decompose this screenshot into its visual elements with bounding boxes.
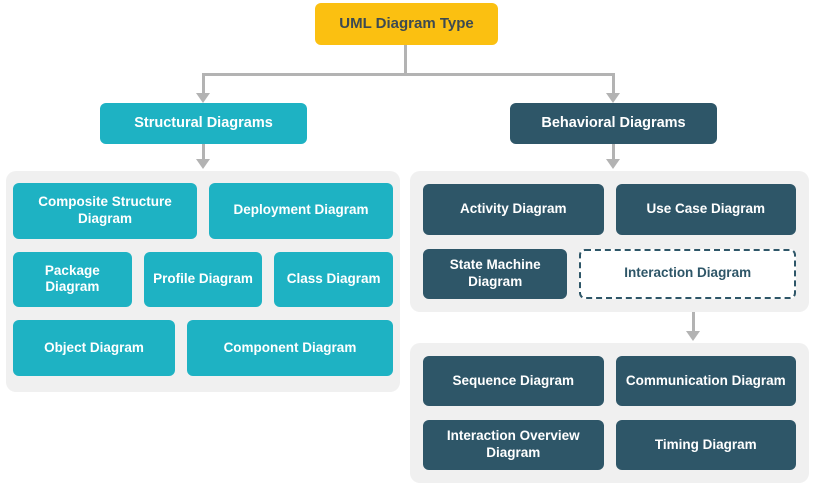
structural-diagrams-panel: Composite Structure Diagram Deployment D…	[6, 171, 400, 392]
node-interaction-overview-diagram: Interaction Overview Diagram	[423, 420, 604, 470]
behavioral-row-2: State Machine Diagram Interaction Diagra…	[423, 248, 796, 299]
node-package-diagram: Package Diagram	[13, 251, 132, 308]
interaction-row-2: Interaction Overview Diagram Timing Diag…	[423, 420, 796, 470]
structural-row-2: Package Diagram Profile Diagram Class Di…	[13, 251, 393, 308]
connector-line-interaction-to-subpanel	[692, 307, 695, 333]
connector-line-branch-horizontal	[202, 73, 614, 76]
node-communication-diagram: Communication Diagram	[615, 356, 796, 406]
interaction-diagrams-panel: Sequence Diagram Communication Diagram I…	[410, 343, 809, 483]
connector-line-to-structural	[202, 73, 205, 95]
connector-line-to-behavioral	[612, 73, 615, 95]
connector-arrowhead-structural-panel-icon	[196, 159, 210, 169]
interaction-row-1: Sequence Diagram Communication Diagram	[423, 356, 796, 406]
node-component-diagram: Component Diagram	[186, 320, 393, 376]
behavioral-diagrams-panel: Activity Diagram Use Case Diagram State …	[410, 171, 809, 312]
node-state-machine-diagram: State Machine Diagram	[423, 248, 568, 299]
node-profile-diagram: Profile Diagram	[143, 251, 263, 308]
root-node-uml-diagram-type: UML Diagram Type	[315, 3, 498, 45]
node-deployment-diagram: Deployment Diagram	[209, 183, 393, 239]
connector-line-behavioral-to-panel	[612, 144, 615, 161]
node-object-diagram: Object Diagram	[13, 320, 175, 376]
connector-line-root-stub	[404, 45, 407, 75]
structural-row-3: Object Diagram Component Diagram	[13, 320, 393, 376]
behavioral-row-1: Activity Diagram Use Case Diagram	[423, 184, 796, 235]
node-sequence-diagram: Sequence Diagram	[423, 356, 604, 406]
connector-arrowhead-interaction-subpanel-icon	[686, 331, 700, 341]
node-use-case-diagram: Use Case Diagram	[615, 184, 796, 235]
node-composite-structure-diagram: Composite Structure Diagram	[13, 183, 197, 239]
structural-row-1: Composite Structure Diagram Deployment D…	[13, 183, 393, 239]
connector-arrowhead-structural-icon	[196, 93, 210, 103]
behavioral-diagrams-header-node: Behavioral Diagrams	[510, 103, 717, 144]
structural-diagrams-header-node: Structural Diagrams	[100, 103, 307, 144]
connector-arrowhead-behavioral-panel-icon	[606, 159, 620, 169]
connector-line-structural-to-panel	[202, 144, 205, 161]
node-class-diagram: Class Diagram	[274, 251, 393, 308]
node-interaction-diagram: Interaction Diagram	[579, 248, 796, 299]
node-activity-diagram: Activity Diagram	[423, 184, 604, 235]
connector-arrowhead-behavioral-icon	[606, 93, 620, 103]
node-timing-diagram: Timing Diagram	[615, 420, 796, 470]
